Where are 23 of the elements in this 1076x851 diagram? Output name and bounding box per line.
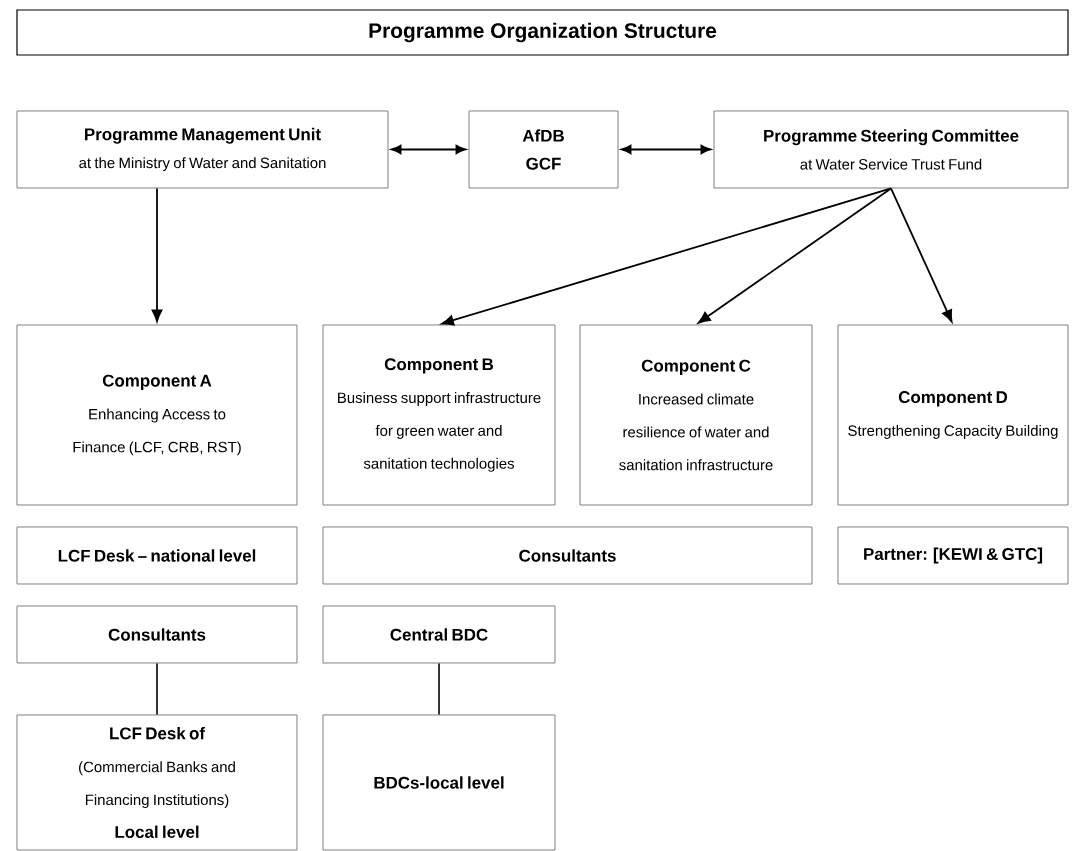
org-box: Central BDC bbox=[322, 605, 556, 664]
org-box: Consultants bbox=[16, 605, 298, 664]
connector-line bbox=[156, 662, 158, 716]
title-box: Programme Organization Structure bbox=[16, 9, 1069, 56]
arrow bbox=[620, 144, 712, 155]
org-box: AfDB GCF bbox=[468, 110, 619, 189]
org-box: LCF Desk of (Commercial Banks and Financing Institutions) Local level bbox=[16, 714, 298, 851]
org-box: Component D Strengthening Capacity Building bbox=[837, 324, 1069, 506]
org-box: Programme Steering Committee at Water Service Trust Fund bbox=[713, 110, 1069, 189]
arrow bbox=[151, 187, 163, 322]
org-box: Component B Business support infrastructure for green water and sanitation technologies bbox=[322, 324, 556, 506]
arrow bbox=[441, 187, 892, 326]
arrow bbox=[890, 187, 953, 323]
connector-line bbox=[438, 662, 440, 716]
org-box: Partner: [KEWI & GTC] bbox=[837, 526, 1069, 585]
org-box: Component C Increased climate resilience of water and sanitation infrastructure bbox=[579, 324, 813, 506]
org-box: Programme Management Unit at the Ministry of Water and Sanitation bbox=[16, 110, 389, 189]
org-box: BDCs-local level bbox=[322, 714, 556, 851]
arrow bbox=[697, 187, 892, 324]
org-box: Component A Enhancing Access to Finance (LCF, CRB, RST) bbox=[16, 324, 298, 506]
arrow bbox=[390, 144, 467, 155]
org-box: Consultants bbox=[322, 526, 813, 585]
org-box: LCF Desk – national level bbox=[16, 526, 298, 585]
